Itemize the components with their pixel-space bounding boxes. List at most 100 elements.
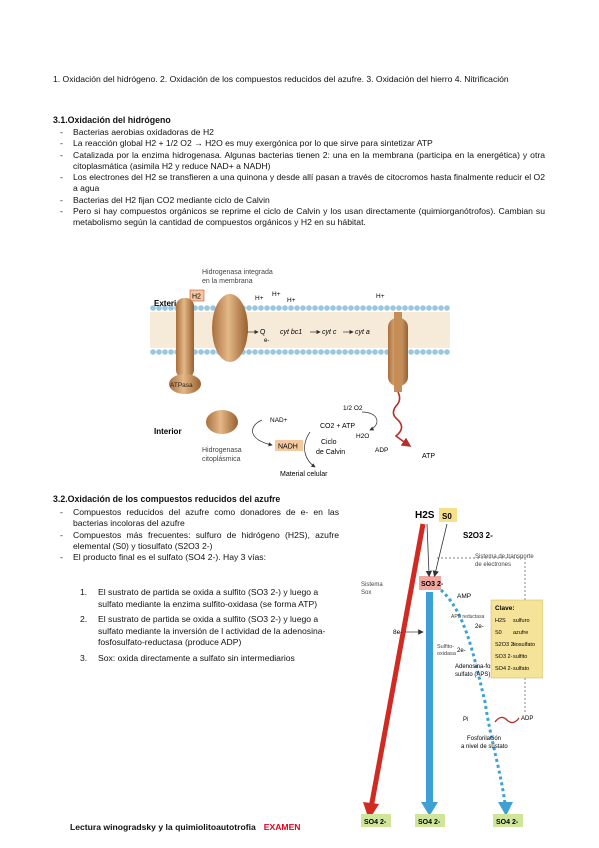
lipid-head bbox=[432, 349, 438, 355]
atpase-label: ATPasa bbox=[170, 382, 193, 389]
key-box bbox=[490, 599, 543, 679]
lipid-head bbox=[408, 349, 414, 355]
sulfite-oxidase-arrowhead bbox=[421, 802, 438, 816]
so3-box bbox=[419, 576, 441, 590]
lipid-head bbox=[372, 349, 378, 355]
lipid-head bbox=[420, 349, 426, 355]
lipid-head bbox=[378, 305, 384, 311]
lipid-head bbox=[306, 305, 312, 311]
lipid-head bbox=[306, 349, 312, 355]
nadh-label: NADH bbox=[278, 444, 298, 451]
so4-label-2: SO4 2- bbox=[418, 819, 441, 826]
lipid-head bbox=[282, 305, 288, 311]
lipid-head bbox=[324, 305, 330, 311]
adp-squiggle bbox=[494, 716, 520, 724]
so4-box-3 bbox=[493, 814, 523, 827]
nadh-box bbox=[275, 440, 303, 451]
lipid-head bbox=[414, 349, 420, 355]
lipid-head bbox=[420, 305, 426, 311]
cytc-label: cyt c bbox=[322, 329, 337, 336]
aps-reductase-label: APS reductasa bbox=[451, 614, 485, 620]
lipid-head bbox=[378, 349, 384, 355]
lipid-head bbox=[198, 305, 204, 311]
key-formula: H2S bbox=[495, 618, 506, 624]
e2-label-a: 2e- bbox=[475, 624, 484, 630]
lipid-head bbox=[372, 305, 378, 311]
lipid-head bbox=[162, 349, 168, 355]
aps-label-2: sulfato (APS) bbox=[455, 672, 490, 678]
lipid-head bbox=[360, 349, 366, 355]
sulfite-oxidase-label: Sulfito- bbox=[437, 644, 454, 650]
adp-label: ADP bbox=[375, 447, 388, 454]
hplus-1: H+ bbox=[255, 295, 264, 302]
footer-note: Lectura winogradsky y la quimiolitoautot… bbox=[70, 822, 301, 832]
lipid-head bbox=[270, 349, 276, 355]
list-item: Pero si hay compuestos orgánicos se repr… bbox=[53, 206, 545, 229]
list-item: Compuestos reducidos del azufre como don… bbox=[53, 507, 339, 530]
h2o-label: H2O bbox=[356, 433, 369, 440]
lipid-head bbox=[444, 349, 450, 355]
intro-line: 1. Oxidación del hidrógeno. 2. Oxidación… bbox=[53, 74, 509, 84]
list-item: 2.El sustrato de partida se oxida a sulf… bbox=[80, 614, 326, 648]
calvin-arrow bbox=[304, 431, 316, 468]
key-formula: S0 bbox=[495, 630, 502, 636]
cyto-hydrogenase-label: Hidrogenasa bbox=[202, 447, 242, 454]
s0-box bbox=[439, 508, 457, 522]
lipid-head bbox=[252, 305, 258, 311]
lipid-head bbox=[288, 349, 294, 355]
lipid-head bbox=[426, 349, 432, 355]
lipid-head bbox=[396, 305, 402, 311]
pi-label: Pi bbox=[463, 717, 468, 723]
section-heading-sulfur: 3.2.Oxidación de los compuestos reducido… bbox=[53, 494, 281, 504]
h2s-label: H2S bbox=[415, 510, 435, 521]
hplus-3: H+ bbox=[287, 297, 296, 304]
key-formula: SO4 2- bbox=[495, 666, 513, 672]
list-item: Compuestos más frecuentes: sulfuro de hi… bbox=[53, 530, 339, 553]
nadplus-label: NAD+ bbox=[270, 417, 288, 424]
list-item: Los electrones del H2 se transfieren a u… bbox=[53, 172, 545, 195]
s0-label: S0 bbox=[442, 512, 452, 521]
o2-arrow bbox=[361, 411, 378, 431]
atpase-stalk bbox=[176, 298, 194, 378]
amp-label: AMP bbox=[457, 593, 471, 600]
section-heading-hydrogen: 3.1.Oxidación del hidrógeno bbox=[53, 115, 171, 125]
exam-tag: EXAMEN bbox=[263, 822, 301, 832]
membrane-hydrogenase-label-2: en la membrana bbox=[202, 278, 253, 285]
lipid-head bbox=[258, 349, 264, 355]
atpase-head bbox=[169, 374, 201, 394]
etc-label-2: de electrones bbox=[475, 562, 511, 568]
sox-system-label-2: Sox bbox=[361, 590, 371, 596]
lipid-head bbox=[354, 305, 360, 311]
lipid-head bbox=[288, 305, 294, 311]
sox-arrow bbox=[368, 523, 426, 809]
lipid-head bbox=[300, 305, 306, 311]
interior-label: Interior bbox=[154, 427, 182, 436]
lipid-head bbox=[438, 349, 444, 355]
lipid-head bbox=[312, 349, 318, 355]
ciclo-label: Ciclo bbox=[321, 439, 337, 446]
s0-to-so3 bbox=[432, 523, 448, 578]
lipid-head bbox=[168, 305, 174, 311]
o2-label: 1/2 O2 bbox=[343, 405, 363, 412]
footer-text: Lectura winogradsky y la quimiolitoautot… bbox=[70, 822, 256, 832]
key-title: Clave: bbox=[495, 605, 515, 612]
key-name: sulfuro bbox=[513, 618, 530, 624]
lipid-head bbox=[264, 349, 270, 355]
lipid-head bbox=[258, 305, 264, 311]
lipid-head bbox=[360, 305, 366, 311]
e8-label: 8e- bbox=[393, 629, 402, 636]
lipid-head bbox=[408, 305, 414, 311]
h2-box bbox=[189, 289, 205, 302]
fosfo-label-2: a nivel de sustato bbox=[461, 744, 508, 750]
lipid-head bbox=[336, 349, 342, 355]
list-item: Bacterias aerobias oxidadoras de H2 bbox=[53, 127, 545, 139]
aps-pathway bbox=[439, 588, 507, 805]
lipid-head bbox=[366, 305, 372, 311]
s2o3-label: S2O3 2- bbox=[463, 531, 493, 540]
lipid-head bbox=[390, 305, 396, 311]
lipid-head bbox=[294, 305, 300, 311]
q-label: Q bbox=[260, 329, 266, 336]
list-item: Bacterias del H2 fijan CO2 mediante cicl… bbox=[53, 195, 545, 207]
key-name: sulfito bbox=[513, 654, 527, 660]
